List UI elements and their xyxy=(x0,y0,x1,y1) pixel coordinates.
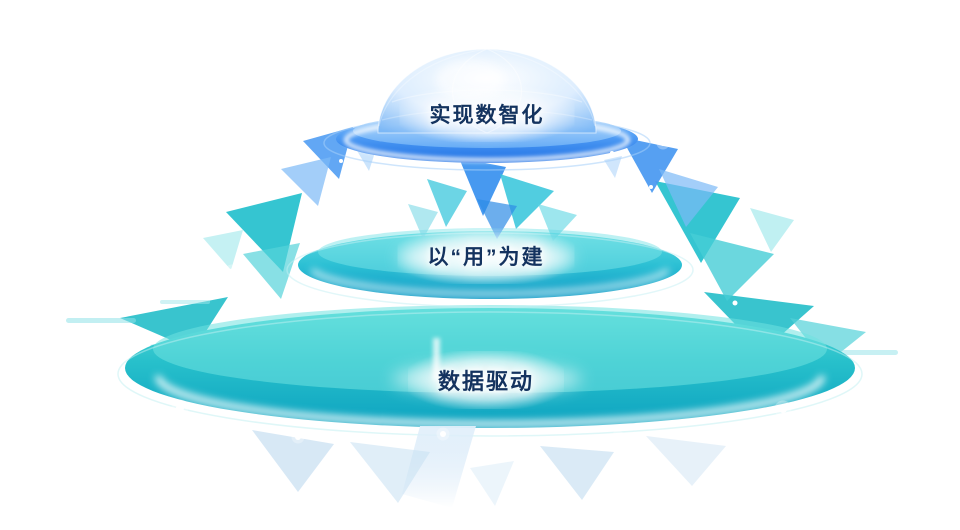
shard xyxy=(646,436,726,486)
dome-meridian xyxy=(378,48,488,127)
sparkle-dot xyxy=(732,300,738,306)
sparkle-dot xyxy=(440,431,446,437)
sparkle-dot xyxy=(228,268,236,276)
bottom-platform-ring xyxy=(117,311,863,437)
top-tier-label: 实现数智化 xyxy=(399,86,575,142)
shard xyxy=(281,157,331,206)
middle-platform-rim-glow xyxy=(310,268,670,296)
shard xyxy=(538,204,577,241)
shard xyxy=(350,442,430,503)
shard xyxy=(459,158,506,216)
speed-streak xyxy=(66,318,136,323)
shard xyxy=(470,461,514,506)
center-shard-burst xyxy=(408,158,577,241)
sparkle-dot xyxy=(295,434,301,440)
shard xyxy=(500,174,554,229)
shard xyxy=(704,292,814,352)
shard xyxy=(690,233,774,301)
bottom-platform-top xyxy=(153,305,827,393)
bottom-tier-label-text: 数据驱动 xyxy=(437,369,535,394)
sparkle-dot xyxy=(293,134,299,140)
shard xyxy=(427,179,467,227)
sparkle-dot xyxy=(649,185,653,189)
light-beam xyxy=(402,426,476,508)
sparkle-dot xyxy=(660,140,666,146)
shard xyxy=(477,199,517,239)
sparkle-dot xyxy=(306,204,312,210)
shard xyxy=(252,430,334,492)
shard xyxy=(790,318,866,364)
under-shards xyxy=(252,426,726,508)
sparkle-dot xyxy=(682,287,690,295)
bottom-tier-label: 数据驱动 xyxy=(407,351,565,409)
sparkle-dot xyxy=(615,434,621,440)
shard xyxy=(621,137,678,193)
sparkle-dot xyxy=(779,405,787,413)
speed-streak xyxy=(160,300,210,304)
sparkle-dot xyxy=(339,159,343,163)
dome-meridian xyxy=(486,48,596,127)
top-tier-label-text: 实现数智化 xyxy=(429,104,545,127)
sparkle-dot xyxy=(176,404,184,412)
bottom-platform-rim-glow xyxy=(155,375,825,427)
sparkle-dots xyxy=(171,130,792,444)
shard xyxy=(408,204,438,239)
middle-tier-shards xyxy=(203,181,794,301)
shard xyxy=(203,230,243,270)
shard xyxy=(659,169,718,227)
speed-streak xyxy=(840,350,898,355)
middle-tier-label: 以“用”为建 xyxy=(397,228,575,284)
shard xyxy=(243,243,300,299)
shard xyxy=(540,446,614,500)
shard xyxy=(750,208,794,252)
sparkle-dot xyxy=(610,151,614,155)
middle-tier-label-text: 以“用”为建 xyxy=(427,246,545,269)
